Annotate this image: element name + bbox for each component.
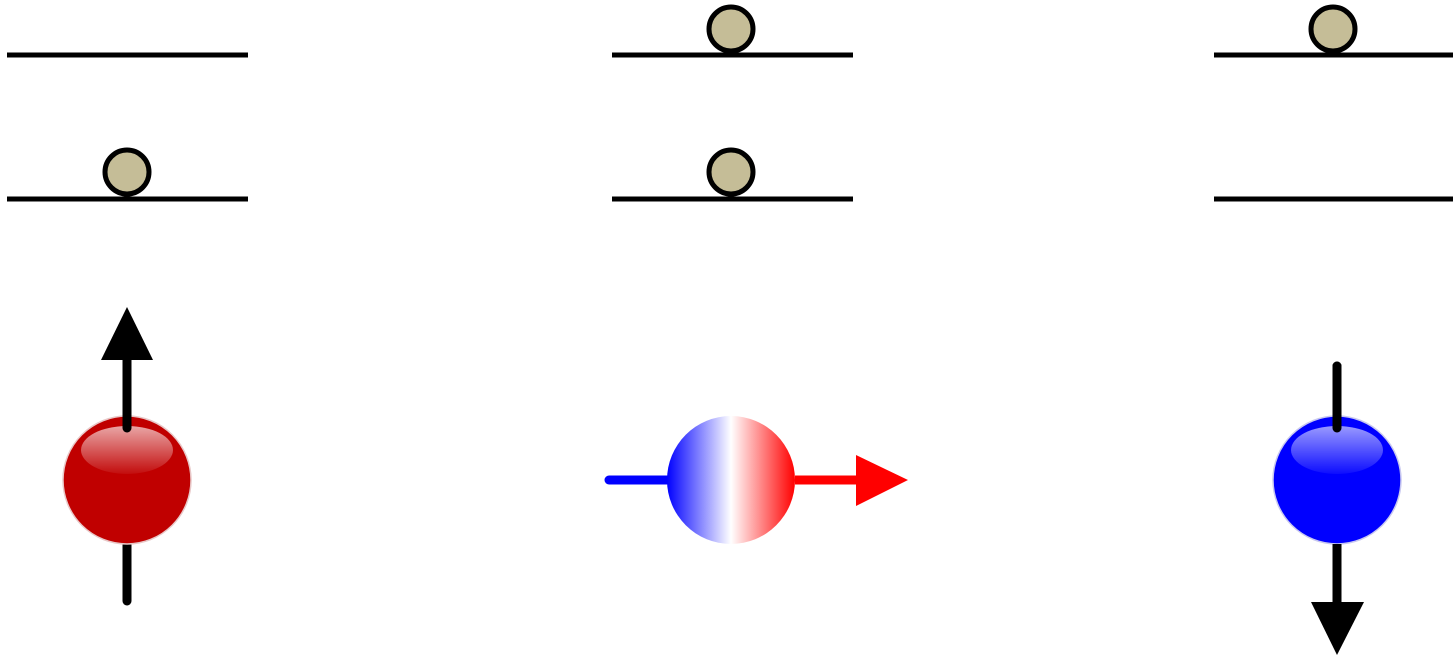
superposition-spin-sphere (667, 416, 795, 544)
arrow-down-icon (1311, 602, 1364, 655)
particle (709, 7, 753, 51)
blue-spin-sphere (1273, 416, 1401, 544)
particle (709, 150, 753, 194)
particle (1311, 7, 1355, 51)
arrow-right-icon (856, 455, 908, 506)
panel-spin-up (7, 55, 248, 601)
red-spin-sphere (63, 416, 191, 544)
particle (105, 150, 149, 194)
arrow-up-icon (101, 307, 153, 360)
panel-superposition (609, 7, 908, 544)
panel-spin-down (1214, 7, 1453, 655)
